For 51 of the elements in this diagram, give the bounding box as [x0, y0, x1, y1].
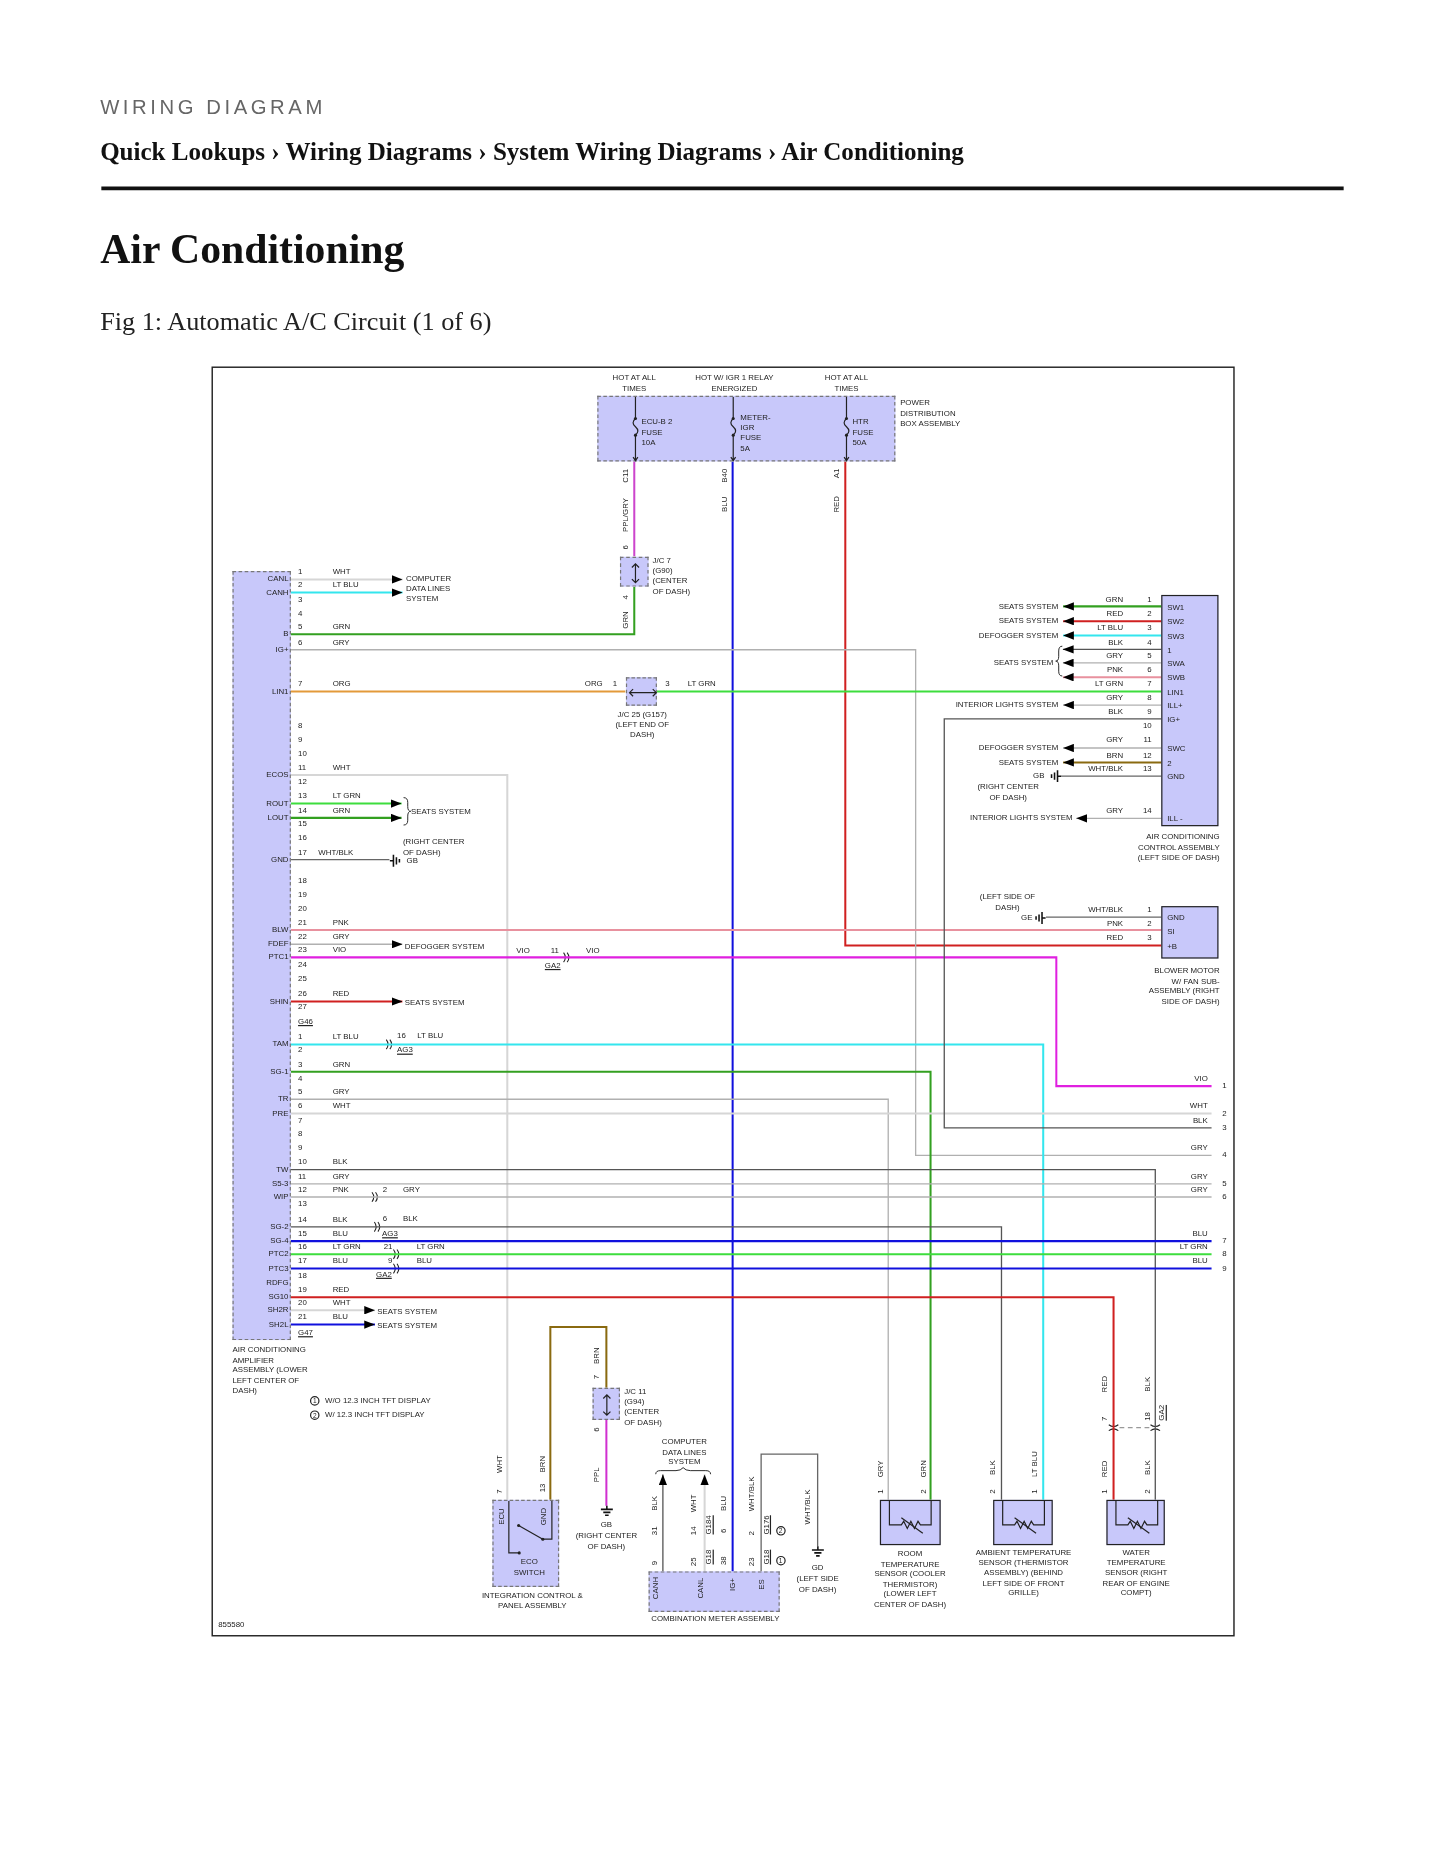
wire — [290, 1226, 1003, 1501]
wire — [290, 1306, 375, 1315]
wire — [1062, 743, 1163, 753]
wire — [1062, 658, 1163, 668]
wire — [290, 1043, 1045, 1500]
wire — [1062, 700, 1163, 710]
breadcrumb: Quick Lookups › Wiring Diagrams › System Wiring Diagrams › Air Conditioning — [100, 137, 964, 168]
wire — [290, 940, 404, 949]
wire — [290, 956, 1212, 1088]
wire — [290, 1196, 1213, 1198]
wire — [760, 1453, 819, 1573]
wire — [290, 1296, 1115, 1500]
wire — [290, 813, 402, 823]
wire — [1062, 645, 1163, 654]
wire — [605, 1419, 608, 1506]
wire — [656, 690, 1162, 693]
wire — [290, 1183, 1213, 1185]
wire — [290, 1240, 1212, 1243]
wire — [844, 461, 1162, 947]
wire — [1062, 673, 1162, 682]
wire — [290, 1320, 375, 1329]
wire — [290, 690, 626, 693]
wire — [290, 1253, 1212, 1256]
page-kicker: WIRING DIAGRAM — [100, 96, 326, 121]
wire — [290, 997, 403, 1006]
wire — [290, 858, 391, 861]
wire — [633, 461, 636, 557]
page-title: Air Conditioning — [100, 226, 405, 275]
wire — [1063, 617, 1162, 626]
wire — [549, 1325, 608, 1500]
wire — [700, 1474, 709, 1572]
wire — [1060, 775, 1163, 777]
wire — [658, 1473, 668, 1573]
wire — [290, 575, 403, 584]
wire — [290, 773, 509, 1500]
wire — [731, 461, 734, 1572]
wire — [1063, 758, 1162, 767]
wire — [290, 799, 402, 808]
wire — [290, 649, 1213, 1156]
wire — [943, 718, 1213, 1129]
wire — [290, 587, 636, 636]
wire — [290, 928, 1162, 931]
wire — [290, 588, 403, 597]
figure-caption: Fig 1: Automatic A/C Circuit (1 of 6) — [100, 306, 492, 338]
wire — [290, 1112, 1212, 1115]
wire — [1045, 916, 1163, 918]
wire — [290, 1267, 1212, 1270]
wire — [1063, 631, 1162, 640]
wire — [290, 1168, 1156, 1501]
wire — [1075, 814, 1163, 823]
wire — [1063, 602, 1162, 611]
